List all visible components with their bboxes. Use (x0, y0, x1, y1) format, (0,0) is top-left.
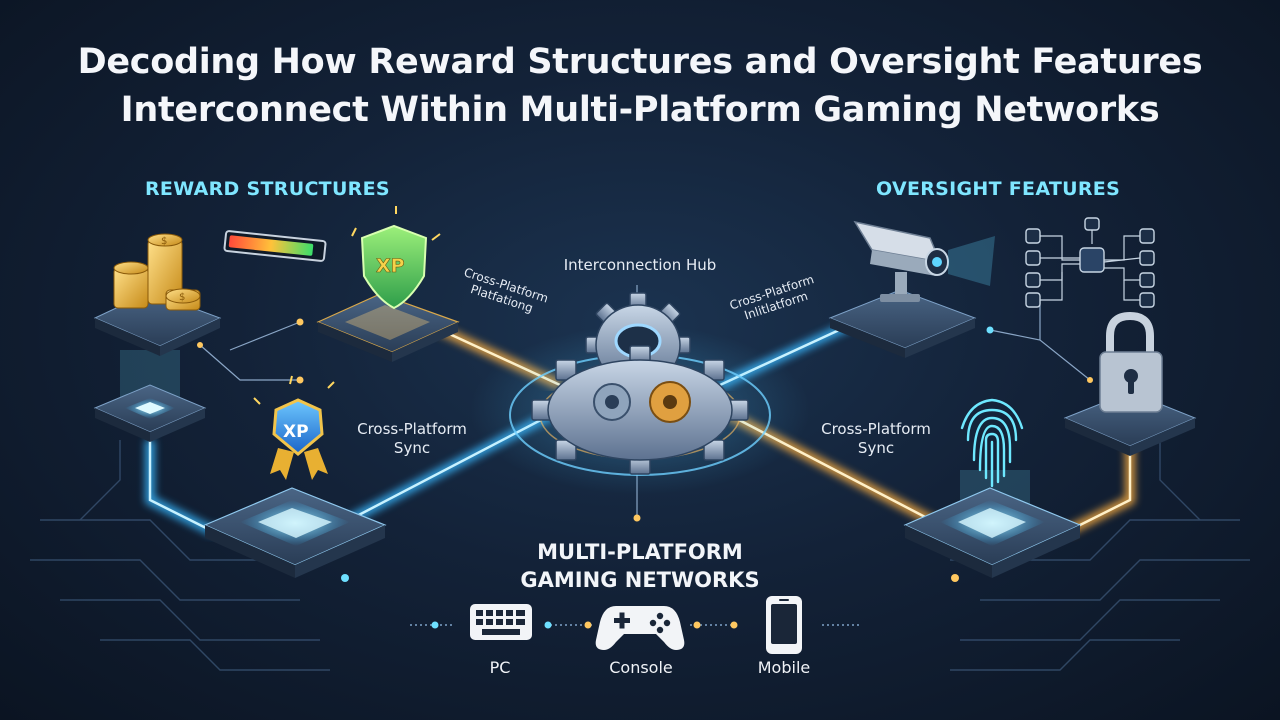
xp-badge-icon: XP (253, 375, 335, 480)
gear-hub-icon (531, 292, 749, 475)
sync-left-line1: Cross-Platform (357, 420, 467, 438)
svg-text:$: $ (161, 236, 167, 247)
user-network-icon (1040, 225, 1141, 301)
device-label-pc: PC (489, 658, 511, 677)
title-line-2: Interconnect Within Multi-Platform Gamin… (120, 90, 1160, 130)
device-label-mobile: Mobile (757, 658, 811, 677)
xp-shield-icon: XP (351, 206, 441, 310)
fingerprint-icon (960, 398, 1024, 488)
sync-right-line2: Sync (857, 439, 895, 457)
networks-line1: MULTI-PLATFORM (537, 540, 743, 564)
page-title: Decoding How Reward Structures and Overs… (0, 38, 1280, 134)
reward-node-tile (93, 384, 207, 442)
title-line-1: Decoding How Reward Structures and Overs… (77, 42, 1203, 82)
reward-progress-bar (223, 230, 327, 262)
camera-platform (828, 289, 977, 358)
interconnection-hub-label: Interconnection Hub (563, 256, 717, 274)
keyboard-icon (470, 604, 532, 640)
sync-right-line1: Cross-Platform (821, 420, 931, 438)
smartphone-icon (766, 596, 802, 654)
circuit-traces (30, 440, 1250, 671)
user-nodes (1025, 217, 1155, 308)
multi-platform-networks-label: MULTI-PLATFORM GAMING NETWORKS (490, 538, 790, 594)
reward-structures-heading: REWARD STRUCTURES (145, 178, 390, 200)
cross-platform-sync-left: Cross-Platform Sync (342, 420, 482, 458)
gold-coins-icon: $ $ (113, 233, 201, 311)
svg-text:XP: XP (283, 422, 309, 442)
padlock-icon (1099, 311, 1163, 413)
fingerprint-platform (903, 470, 1082, 578)
networks-line2: GAMING NETWORKS (520, 568, 760, 592)
cross-platform-sync-right: Cross-Platform Sync (806, 420, 946, 458)
svg-text:$: $ (179, 292, 185, 303)
xp-shield-platform (316, 293, 460, 362)
sync-left-line2: Sync (393, 439, 431, 457)
device-link-dots (431, 621, 738, 629)
oversight-features-heading: OVERSIGHT FEATURES (876, 178, 1121, 200)
gamepad-icon (595, 606, 685, 650)
reward-sync-tile (203, 487, 387, 578)
device-label-console: Console (609, 658, 673, 677)
security-camera-icon (853, 220, 995, 302)
svg-text:XP: XP (376, 255, 405, 277)
